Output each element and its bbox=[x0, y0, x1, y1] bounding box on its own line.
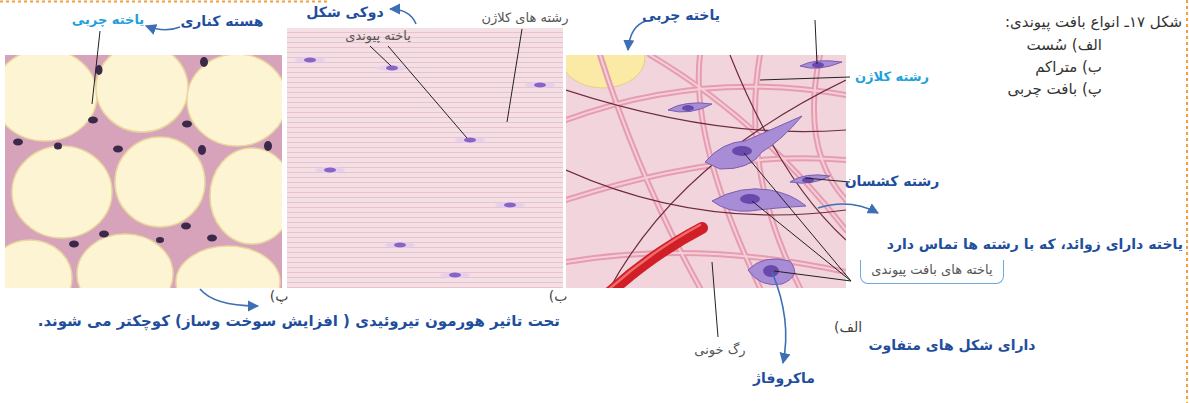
node-text: یاخته های بافت پیوندی bbox=[871, 262, 992, 277]
loose-panel bbox=[566, 55, 846, 288]
part-label: رشته کلاژن bbox=[855, 69, 929, 85]
dense-panel bbox=[287, 28, 563, 288]
part-label: یاخته پیوندی bbox=[345, 28, 411, 44]
caption-text: شکل ۱۷ـ انواع بافت پیوندی: bbox=[1005, 13, 1182, 31]
panel-letter: ب) bbox=[549, 288, 568, 306]
annotation-note: یاخته چربی bbox=[642, 7, 720, 25]
part-label: یاخته چربی bbox=[72, 12, 144, 28]
panel-letter: پ) bbox=[270, 288, 289, 306]
caption-line: الف) سُست bbox=[1026, 36, 1102, 55]
annotation-note: دارای شکل های متفاوت bbox=[869, 337, 1036, 355]
annotation-note: ماکروفاژ bbox=[753, 370, 815, 388]
caption-line: ب) متراکم bbox=[1035, 58, 1102, 77]
annotation-note: دوکی شکل bbox=[306, 4, 383, 22]
caption-line: پ) بافت چربی bbox=[1008, 80, 1102, 99]
part-label: رگ خونی bbox=[694, 342, 745, 358]
leader-lines bbox=[92, 20, 851, 337]
annotation-note: یاخته دارای زوائد، که با رشته ها تماس دا… bbox=[887, 236, 1183, 254]
bracket-label: یاخته های بافت پیوندی bbox=[860, 260, 1003, 284]
page-border bbox=[0, 1, 330, 3]
part-label: رشته های کلاژن bbox=[481, 10, 568, 26]
adipose-panel bbox=[5, 55, 282, 288]
annotation-arrows bbox=[146, 9, 878, 363]
panel-letter: الف) bbox=[834, 319, 862, 337]
annotation-note: هسته کناری bbox=[180, 13, 263, 31]
figure-caption: شکل ۱۷ـ انواع بافت پیوندی: bbox=[1005, 13, 1182, 32]
annotation-note: تحت تاثیر هورمون تیروئیدی ( افزایش سوخت … bbox=[38, 312, 560, 331]
annotation-note: رشته کشسان bbox=[845, 173, 940, 191]
page-border bbox=[1186, 0, 1188, 403]
